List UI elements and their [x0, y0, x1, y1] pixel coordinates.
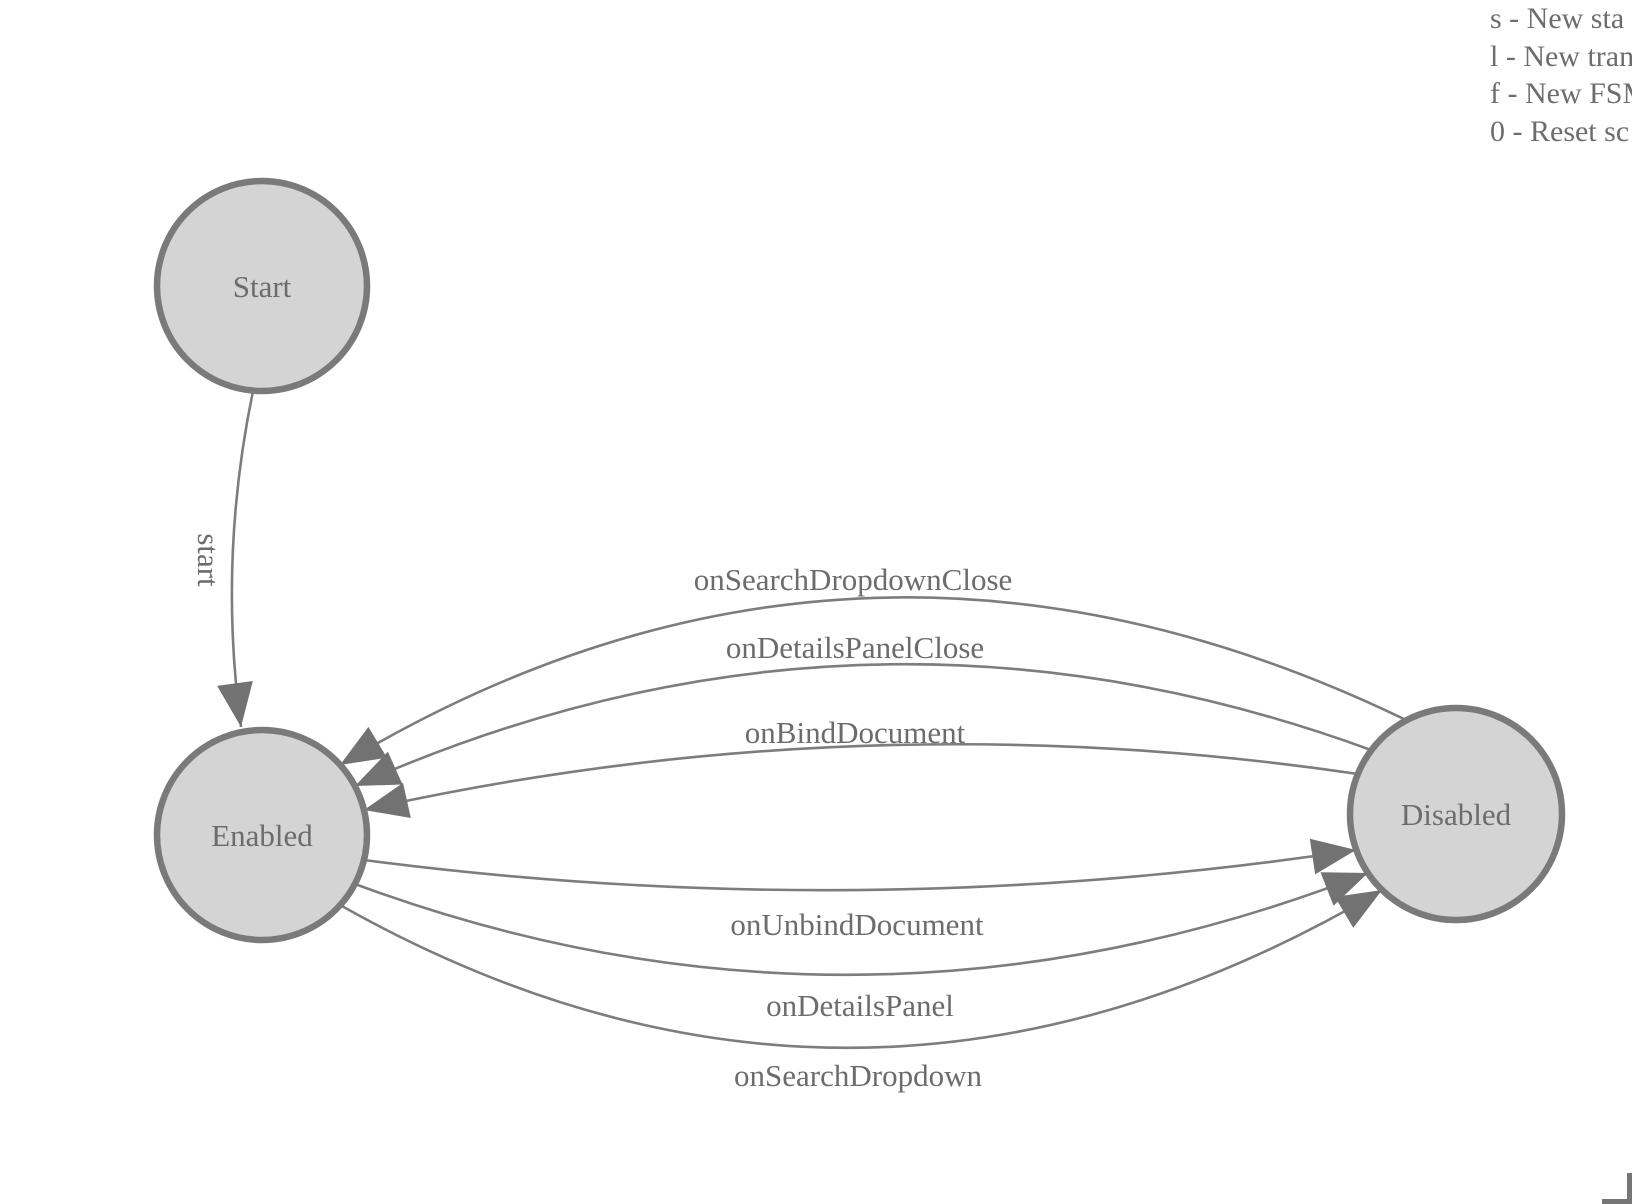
transition-onSearchDropdownClose[interactable]: onSearchDropdownClose — [339, 562, 1407, 767]
transition-onSearchDropdown-label[interactable]: onSearchDropdown — [734, 1058, 982, 1093]
transition-onSearchDropdownClose-path[interactable] — [339, 596, 1407, 767]
state-node-disabled-label: Disabled — [1401, 797, 1512, 832]
state-node-disabled-circle[interactable] — [1346, 704, 1566, 924]
transition-onDetailsPanel-path[interactable] — [354, 871, 1369, 977]
transition-onUnbindDocument-path[interactable] — [363, 838, 1357, 892]
state-node-start[interactable]: Start — [153, 177, 371, 395]
canvas-resize-handle-horizontal — [1602, 1199, 1632, 1204]
legend-item-reset-scale: 0 - Reset sc — [1490, 115, 1629, 148]
transition-onUnbindDocument[interactable]: onUnbindDocument — [363, 838, 1357, 942]
legend-item-new-transition: l - New tran — [1490, 40, 1632, 73]
legend-item-new-fsm: f - New FSM — [1490, 77, 1632, 110]
state-node-disabled[interactable]: Disabled — [1346, 704, 1566, 924]
state-node-enabled[interactable]: Enabled — [153, 726, 371, 944]
transition-onBindDocument[interactable]: onBindDocument — [363, 715, 1359, 819]
transition-onDetailsPanelClose[interactable]: onDetailsPanelClose — [354, 630, 1372, 788]
transition-onUnbindDocument-label[interactable]: onUnbindDocument — [730, 907, 984, 942]
transition-onSearchDropdownClose-label[interactable]: onSearchDropdownClose — [694, 562, 1013, 597]
canvas-resize-handle[interactable] — [1602, 1173, 1632, 1204]
legend: s - New sta l - New tran f - New FSM 0 -… — [1490, 2, 1632, 148]
canvas-resize-handle-vertical — [1627, 1173, 1632, 1204]
transition-onDetailsPanel-label[interactable]: onDetailsPanel — [766, 988, 954, 1023]
state-node-start-label: Start — [233, 269, 292, 304]
legend-item-new-state: s - New sta — [1490, 2, 1624, 35]
transition-onBindDocument-path[interactable] — [363, 742, 1359, 819]
transition-start-label[interactable]: start — [191, 533, 226, 587]
transition-onSearchDropdown[interactable]: onSearchDropdown — [339, 888, 1383, 1093]
transition-start-path[interactable] — [217, 390, 255, 728]
state-node-enabled-label: Enabled — [211, 818, 313, 853]
transition-onDetailsPanel[interactable]: onDetailsPanel — [354, 871, 1369, 1023]
state-node-enabled-circle[interactable] — [153, 726, 371, 944]
transition-onDetailsPanelClose-label[interactable]: onDetailsPanelClose — [726, 630, 984, 665]
transition-onBindDocument-label[interactable]: onBindDocument — [745, 715, 966, 750]
state-node-start-circle[interactable] — [153, 177, 371, 395]
transition-onSearchDropdown-path[interactable] — [339, 888, 1383, 1050]
transition-onDetailsPanelClose-path[interactable] — [354, 662, 1372, 788]
transition-start[interactable]: start — [191, 390, 255, 728]
